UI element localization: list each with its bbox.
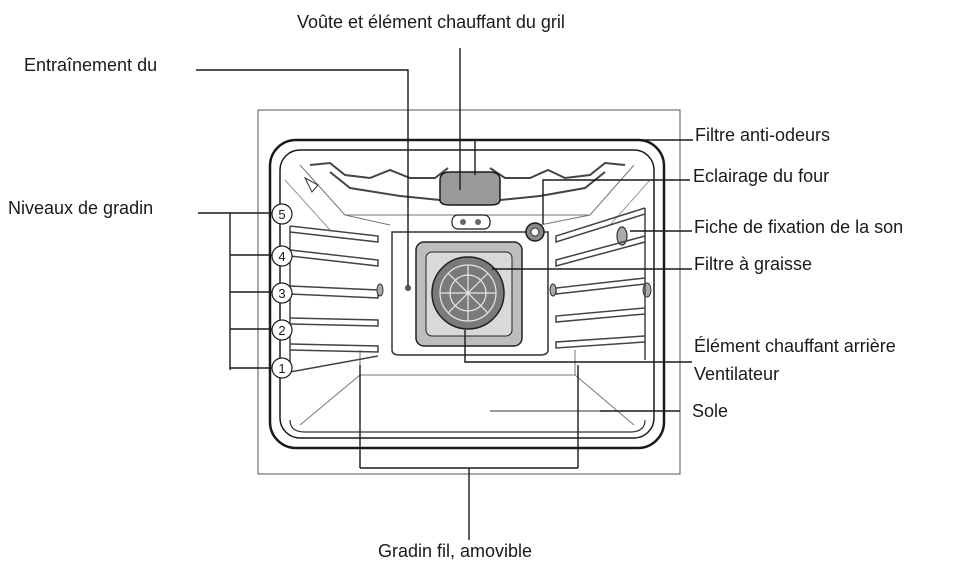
drive-point	[405, 285, 411, 291]
label-rear-element: Élément chauffant arrière	[694, 336, 896, 356]
label-odour-filter: Filtre anti-odeurs	[695, 125, 831, 145]
level-1-number: 1	[278, 361, 285, 376]
level-2-circle	[271, 319, 293, 341]
level-5-circle	[271, 203, 293, 225]
label-fan: Ventilateur	[694, 364, 780, 384]
leader-lines	[196, 48, 693, 540]
label-vaulte-grill: Voûte et élément chauffant du gril	[297, 12, 565, 32]
level-3-circle	[271, 282, 293, 304]
level-4-number: 4	[278, 249, 285, 264]
probe-socket-shape	[616, 226, 628, 246]
oven-cavity	[268, 138, 666, 450]
right-shelf-rails	[555, 207, 646, 360]
left-shelf-rails	[289, 225, 379, 373]
label-grease-filter: Filtre à graisse	[694, 254, 813, 274]
level-markers: 5 4 3 2 1	[271, 203, 293, 379]
label-shelf-levels: Niveaux de gradin	[8, 198, 154, 218]
level-4-circle	[271, 245, 293, 267]
level-2-number: 2	[278, 323, 285, 338]
label-oven-light: Eclairage du four	[693, 166, 830, 186]
odour-filter-shape	[439, 171, 501, 206]
level-3-number: 3	[278, 286, 285, 301]
level-5-number: 5	[278, 207, 285, 222]
label-floor: Sole	[692, 401, 729, 421]
label-drive: Entraînement du	[24, 55, 158, 75]
label-rack: Gradin fil, amovible	[378, 541, 533, 561]
label-probe-socket: Fiche de fixation de la son	[694, 217, 904, 237]
